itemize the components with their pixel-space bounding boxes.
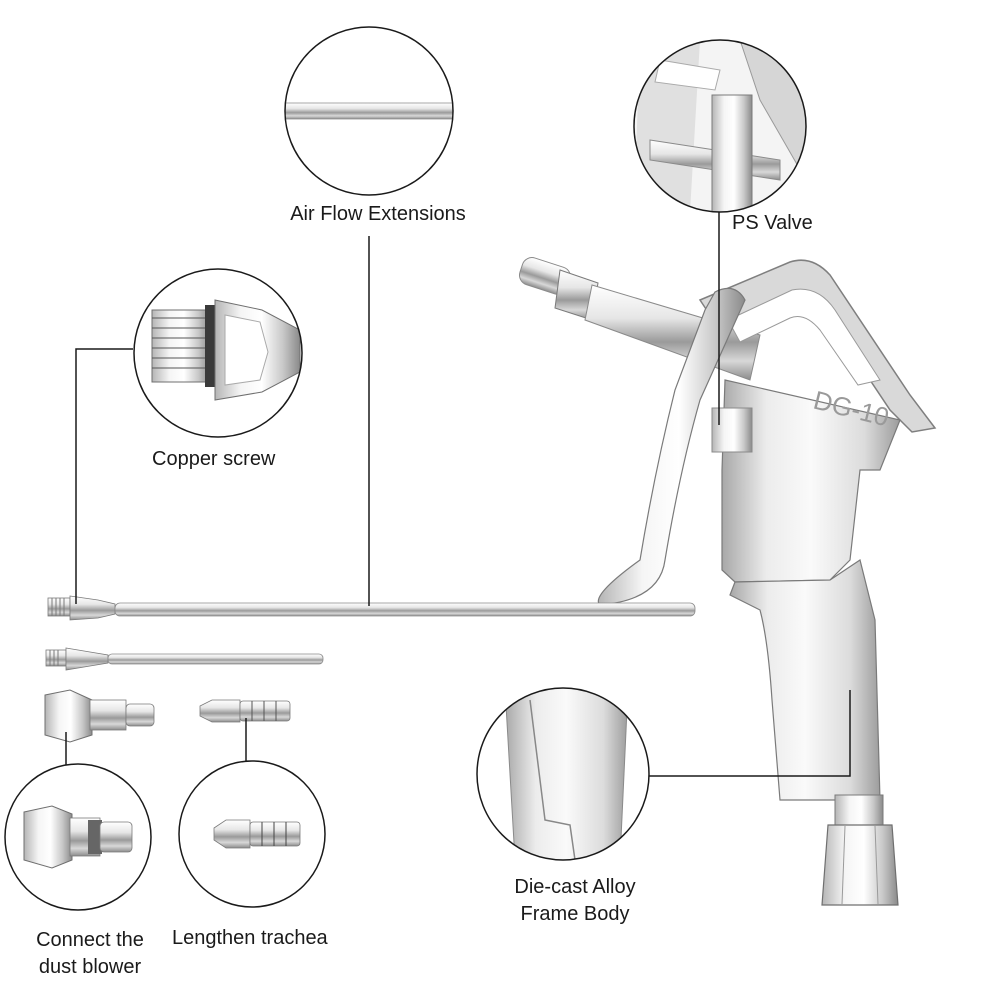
- leader-lines: [65, 208, 851, 777]
- short-extension-tube: [45, 647, 324, 671]
- detail-circle-copper-screw: [133, 268, 303, 438]
- label-die-cast-line2: Frame Body: [520, 903, 630, 925]
- long-extension-tube: [47, 595, 696, 621]
- leader-copper-screw: [75, 348, 133, 604]
- quick-coupler-part: [44, 689, 155, 743]
- detail-circle-air-flow: [284, 26, 454, 196]
- detail-circle-lengthen: [178, 760, 326, 908]
- label-air-flow-extensions: Air Flow Extensions: [290, 203, 466, 225]
- leader-die-cast: [649, 690, 851, 777]
- air-gun-body: DG-10: [518, 257, 937, 906]
- detail-circle-die-cast: [476, 687, 650, 861]
- hose-barb-part: [199, 699, 291, 723]
- label-die-cast-line1: Die-cast Alloy: [514, 876, 636, 898]
- label-ps-valve: PS Valve: [732, 212, 813, 234]
- detail-circle-ps-valve: [633, 39, 807, 213]
- label-die-cast-body: Die-cast Alloy Frame Body: [492, 874, 658, 928]
- label-connect-line2: dust blower: [38, 956, 142, 978]
- label-connect-line1: Connect the: [36, 929, 144, 951]
- detail-circle-connect: [4, 763, 152, 911]
- label-connect-dust-blower: Connect the dust blower: [20, 927, 160, 981]
- label-lengthen-trachea: Lengthen trachea: [172, 927, 328, 949]
- label-copper-screw: Copper screw: [152, 448, 276, 470]
